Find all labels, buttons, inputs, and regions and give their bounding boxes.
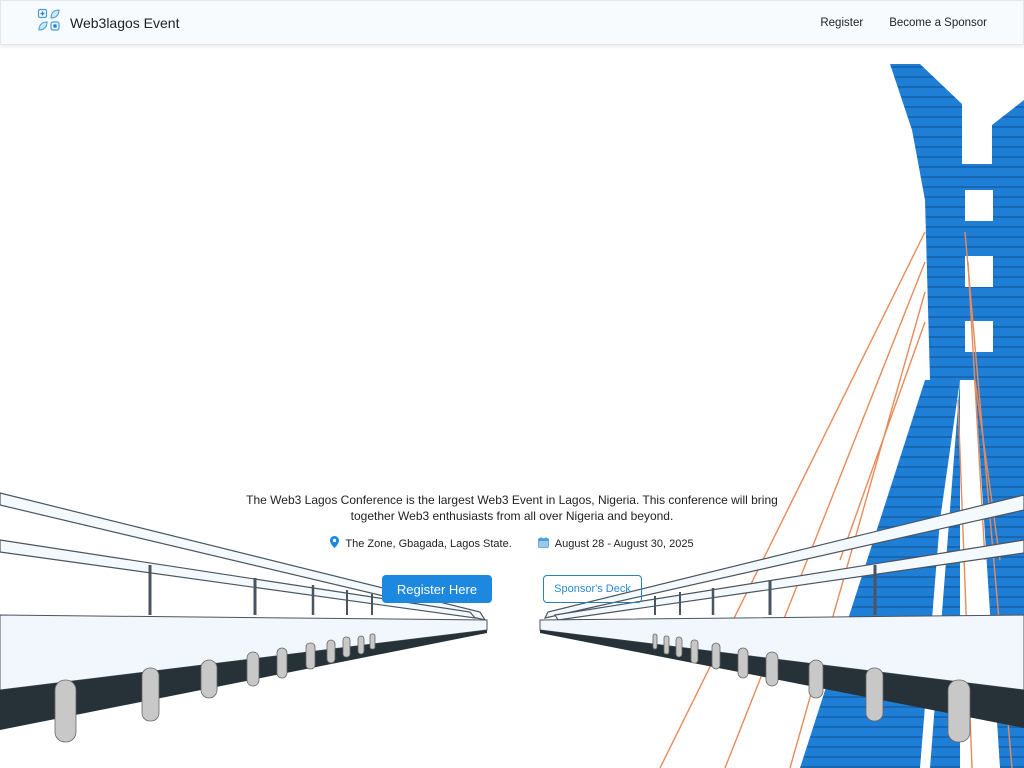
sponsors-deck-button[interactable]: Sponsor's Deck: [543, 575, 642, 603]
lagos-bridge-illustration: [0, 64, 1024, 768]
nav-links: Register Become a Sponsor: [820, 17, 987, 29]
right-bridge-pillars: [652, 633, 971, 743]
right-bridge-railing: [543, 494, 1024, 621]
hero-section: The Web3 Lagos Conference is the largest…: [0, 45, 1024, 768]
event-meta: The Zone, Gbagada, Lagos State. August 2…: [0, 536, 1024, 551]
brand-logo-link[interactable]: Web3lagos Event: [37, 8, 179, 37]
left-bridge-pillars: [54, 633, 376, 743]
hero-description: The Web3 Lagos Conference is the largest…: [246, 493, 778, 523]
event-location: The Zone, Gbagada, Lagos State.: [330, 536, 512, 551]
event-date-text: August 28 - August 30, 2025: [554, 537, 694, 550]
event-date: August 28 - August 30, 2025: [537, 536, 694, 551]
navbar: Web3lagos Event Register Become a Sponso…: [0, 0, 1024, 45]
nav-link-become-sponsor[interactable]: Become a Sponsor: [889, 16, 987, 29]
hero-content: The Web3 Lagos Conference is the largest…: [0, 492, 1024, 551]
web3lagos-logo-icon: [37, 8, 61, 37]
calendar-icon: [537, 536, 549, 551]
map-pin-icon: [330, 536, 340, 551]
register-here-button[interactable]: Register Here: [382, 575, 492, 603]
brand-name: Web3lagos Event: [70, 14, 180, 31]
nav-link-register[interactable]: Register: [820, 16, 864, 29]
event-location-text: The Zone, Gbagada, Lagos State.: [345, 537, 512, 550]
